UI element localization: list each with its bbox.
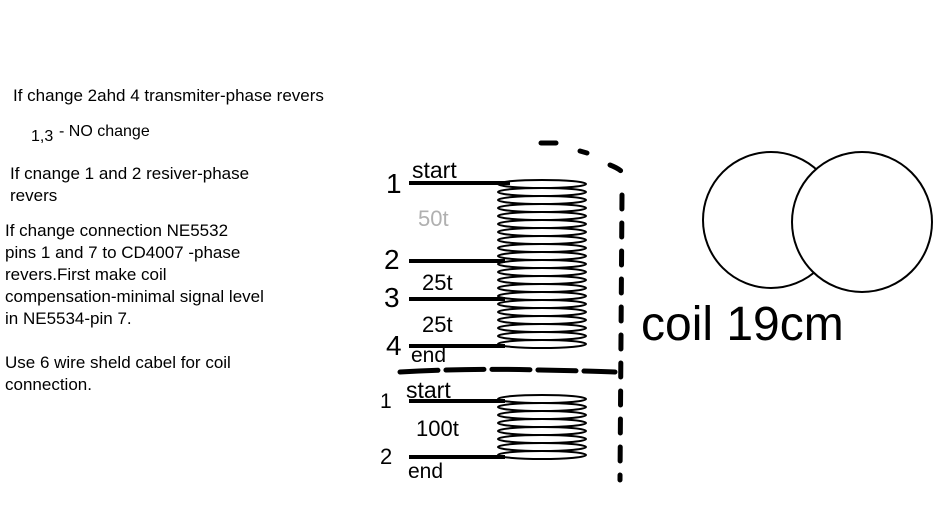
receive-coil-windings [497, 394, 587, 460]
rx-end-label: end [408, 460, 443, 483]
note-transmitter-phase: If change 2ahd 4 transmiter-phase revers [13, 86, 324, 105]
tx-pin3-label: 3 [384, 282, 400, 313]
receive-coil-leads [409, 399, 505, 459]
tx-turns-25t-b: 25t [422, 312, 453, 337]
note-receiver-phase: If cnange 1 and 2 resiver-phase revers [10, 164, 250, 205]
transmit-coil-leads [409, 181, 510, 348]
coil-caption: coil 19cm [641, 298, 844, 351]
tx-turns-50t: 50t [418, 206, 449, 231]
rx-turns-100t: 100t [416, 416, 459, 441]
dashed-boundary [397, 140, 629, 483]
tx-start-label: start [412, 157, 457, 183]
circle-right [791, 151, 933, 293]
note-pins-13-prefix: 1,3 [31, 128, 54, 145]
tx-pin2-label: 2 [384, 244, 400, 275]
tx-end-label: end [411, 344, 446, 367]
note-no-change: - NO change [59, 123, 150, 140]
transmit-coil-windings [497, 179, 587, 349]
rx-start-label: start [406, 377, 451, 403]
tx-turns-25t-a: 25t [422, 270, 453, 295]
note-cable: Use 6 wire sheld cabel for coil connecti… [5, 353, 231, 394]
tx-pin4-label: 4 [386, 330, 402, 361]
note-ne5532-connection: If change connection NE5532 pins 1 and 7… [5, 221, 264, 328]
tx-pin1-label: 1 [386, 168, 402, 199]
coil-circles-icon [702, 151, 933, 293]
rx-pin2-label: 2 [380, 444, 392, 469]
rx-pin1-label: 1 [380, 390, 392, 413]
